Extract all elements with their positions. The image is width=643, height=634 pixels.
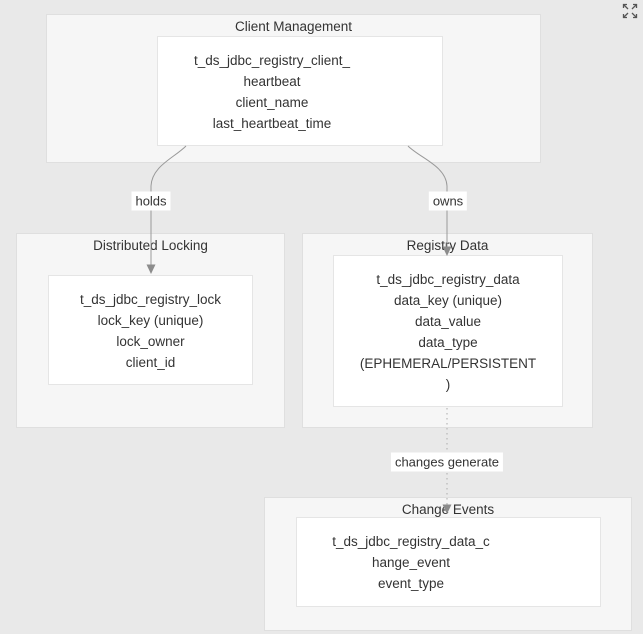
node-text: t_ds_jdbc_registry_data_c hange_event ev… — [297, 531, 525, 594]
cluster-title-change-events: Change Events — [401, 502, 495, 517]
node-line: client_name — [235, 95, 309, 110]
node-line: data_key (unique) — [393, 293, 503, 308]
node-line: t_ds_jdbc_registry_data — [376, 272, 520, 287]
node-line: client_id — [125, 355, 176, 370]
cluster-title-registry-data: Registry Data — [406, 238, 489, 253]
node-registry-client-heartbeat: t_ds_jdbc_registry_client_ heartbeat cli… — [157, 36, 443, 146]
cluster-title-distributed-locking: Distributed Locking — [93, 238, 208, 253]
node-registry-data-change-event: t_ds_jdbc_registry_data_c hange_event ev… — [296, 517, 601, 607]
node-text: t_ds_jdbc_registry_client_ heartbeat cli… — [158, 50, 386, 134]
node-line: last_heartbeat_time — [212, 116, 332, 131]
node-line: (EPHEMERAL/PERSISTENT — [359, 356, 537, 371]
node-line: t_ds_jdbc_registry_lock — [79, 292, 222, 307]
node-line: heartbeat — [243, 74, 301, 89]
node-line: ) — [445, 377, 451, 392]
node-line: t_ds_jdbc_registry_data_c — [332, 534, 490, 549]
expand-button[interactable] — [622, 3, 638, 19]
node-line: lock_owner — [116, 334, 185, 349]
node-registry-data: t_ds_jdbc_registry_data data_key (unique… — [333, 255, 563, 407]
node-text: t_ds_jdbc_registry_data data_key (unique… — [334, 269, 562, 395]
node-text: t_ds_jdbc_registry_lock lock_key (unique… — [49, 289, 252, 373]
node-line: hange_event — [371, 555, 451, 570]
expand-arrows-icon — [622, 3, 638, 19]
node-line: t_ds_jdbc_registry_client_ — [193, 53, 351, 68]
node-line: event_type — [377, 576, 445, 591]
cluster-title-client-management: Client Management — [234, 19, 353, 34]
node-registry-lock: t_ds_jdbc_registry_lock lock_key (unique… — [48, 275, 253, 385]
edge-label-changes-generate: changes generate — [390, 452, 504, 472]
node-line: data_type — [418, 335, 478, 350]
edge-label-holds: holds — [131, 191, 171, 211]
edge-label-owns: owns — [428, 191, 468, 211]
node-line: lock_key (unique) — [97, 313, 204, 328]
node-line: data_value — [414, 314, 482, 329]
